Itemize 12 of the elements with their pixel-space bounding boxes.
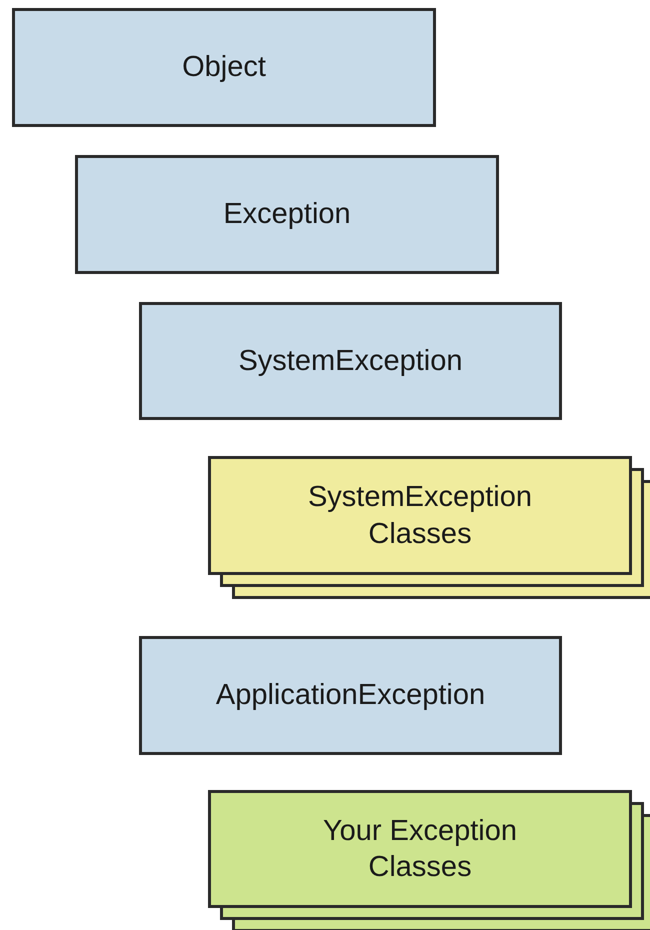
class-name: SystemException bbox=[237, 344, 464, 379]
stacked-class-box bbox=[208, 790, 632, 908]
class-name: Your Exception Classes bbox=[322, 814, 518, 885]
class-box bbox=[75, 155, 499, 274]
class-box bbox=[12, 8, 436, 127]
class-box bbox=[139, 636, 562, 755]
class-name: Object bbox=[181, 50, 267, 86]
stacked-class-box bbox=[208, 456, 632, 575]
class-name: SystemException Classes bbox=[306, 480, 534, 552]
class-name: Exception bbox=[222, 197, 352, 232]
class-box bbox=[139, 302, 562, 420]
class-name: ApplicationException bbox=[214, 678, 486, 714]
